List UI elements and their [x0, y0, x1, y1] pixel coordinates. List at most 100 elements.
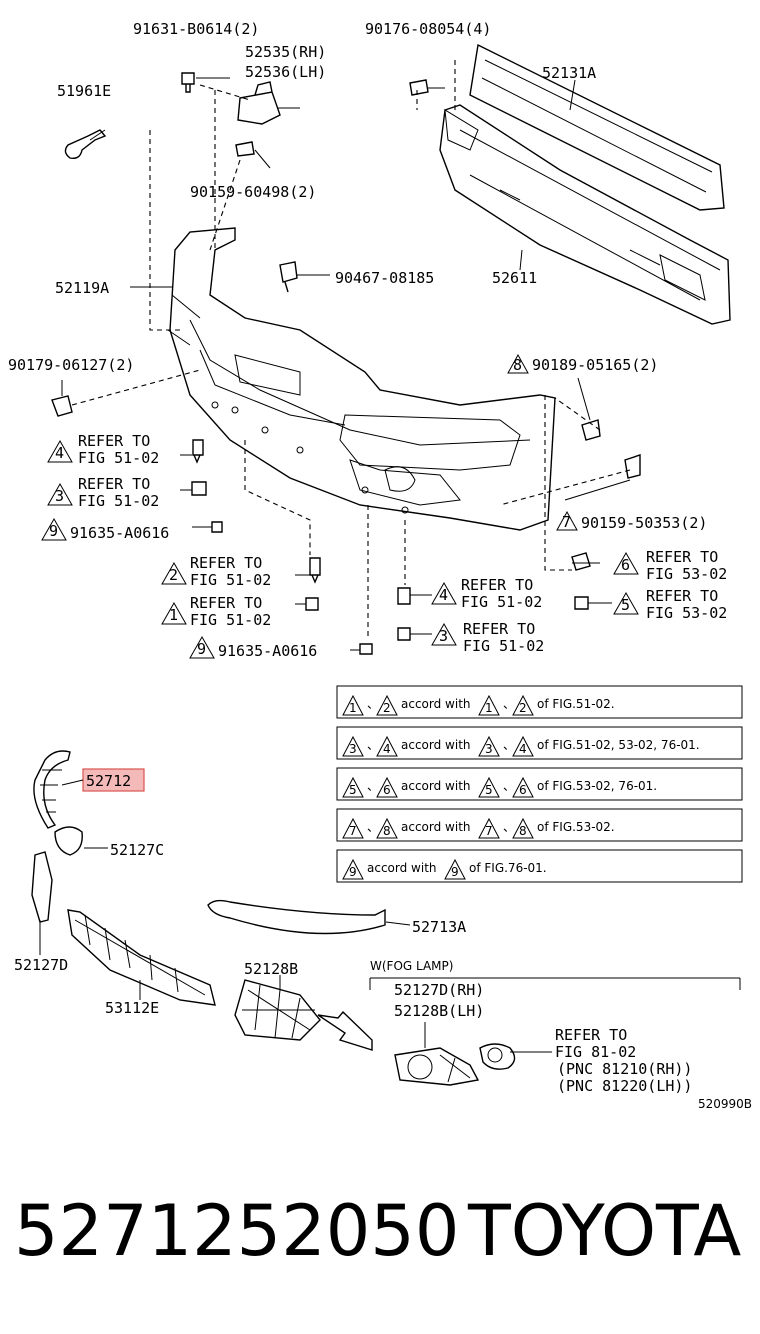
- part-52713a-molding: [207, 899, 386, 935]
- note-figure-ref: of FIG.53-02.: [537, 820, 615, 834]
- drawing-number: 520990B: [698, 1097, 752, 1111]
- triangle-8-icon: [376, 817, 398, 839]
- triangle-3-icon: [478, 735, 500, 757]
- label-90159-50353: 90159-50353(2): [581, 514, 707, 532]
- note-separator: 、: [503, 820, 515, 834]
- triangle-5-number: 5: [621, 596, 630, 614]
- triangle-number: 2: [383, 701, 391, 715]
- clip-fasteners: [51, 72, 641, 655]
- triangle-4-number: 4: [439, 586, 448, 604]
- triangle-1-icon: [478, 694, 500, 716]
- triangle-6-icon: [376, 776, 398, 798]
- refer-fig-label: FIG 51-02: [78, 449, 159, 467]
- refer-fig-label: FIG 53-02: [646, 604, 727, 622]
- direction-arrow-icon: [317, 1010, 373, 1051]
- triangle-8-number: 8: [513, 356, 522, 374]
- note-box: [336, 726, 743, 760]
- triangle-4-icon: [376, 735, 398, 757]
- triangle-7-icon: [478, 817, 500, 839]
- triangle-number: 9: [451, 865, 459, 879]
- label-52128b: 52128B: [244, 960, 298, 978]
- triangle-3-icon: [342, 735, 364, 757]
- triangle-number: 6: [383, 783, 391, 797]
- bumper-cover-part: [167, 227, 556, 531]
- refer-to-label: REFER TO: [646, 548, 718, 566]
- triangle-8-icon: [512, 817, 534, 839]
- triangle-5-icon: [478, 776, 500, 798]
- refer-fig-label: FIG 53-02: [646, 565, 727, 583]
- triangle-5-icon: [342, 776, 364, 798]
- note-separator: 、: [367, 697, 379, 711]
- note-separator: 、: [367, 738, 379, 752]
- label-52119a: 52119A: [55, 279, 109, 297]
- note-accord-text: accord with: [401, 697, 471, 711]
- refer-to-label: REFER TO: [646, 587, 718, 605]
- label-52713a: 52713A: [412, 918, 466, 936]
- label-90159-60498: 90159-60498(2): [190, 183, 316, 201]
- triangle-2-icon: [161, 561, 187, 585]
- note-separator: 、: [503, 738, 515, 752]
- part-53112e-grille: [67, 909, 216, 1006]
- note-accord-text: accord with: [401, 820, 471, 834]
- brand-name: TOYOTA: [467, 1190, 741, 1272]
- part-number: 5271252050: [14, 1190, 459, 1272]
- part-52127c-cap: [54, 826, 83, 856]
- triangle-2-icon: [512, 694, 534, 716]
- refer-to-label: REFER TO: [461, 576, 533, 594]
- note-figure-ref: of FIG.51-02, 53-02, 76-01.: [537, 738, 700, 752]
- refer-to-label: REFER TO: [463, 620, 535, 638]
- triangle-1-number: 1: [169, 606, 178, 624]
- triangle-7-number: 7: [562, 513, 571, 531]
- triangle-number: 5: [349, 783, 357, 797]
- triangle-1-icon: [342, 694, 364, 716]
- triangle-2-number: 2: [169, 566, 178, 584]
- refer-to-label: REFER TO: [78, 475, 150, 493]
- refer-to-label: REFER TO: [190, 594, 262, 612]
- label-51961e: 51961E: [57, 82, 111, 100]
- refer-to-label: REFER TO: [78, 432, 150, 450]
- refer-fig-label: FIG 51-02: [78, 492, 159, 510]
- fog-pnc-rh: (PNC 81210(RH)): [557, 1060, 692, 1078]
- triangle-number: 4: [519, 742, 527, 756]
- triangle-number: 7: [349, 824, 357, 838]
- triangle-3-number: 3: [55, 487, 64, 505]
- triangle-9-number: 9: [197, 640, 206, 658]
- triangle-9-number: 9: [49, 522, 58, 540]
- triangle-number: 1: [485, 701, 493, 715]
- label-90189-05165: 90189-05165(2): [532, 356, 658, 374]
- triangle-4-icon: [47, 439, 73, 463]
- note-accord-text: accord with: [401, 738, 471, 752]
- triangle-6-icon: [512, 776, 534, 798]
- label-52127d-rh: 52127D(RH): [394, 981, 484, 999]
- triangle-1-icon: [161, 601, 187, 625]
- part-52127d-bracket: [31, 851, 53, 923]
- fog-lamp-header: W(FOG LAMP): [370, 959, 453, 973]
- label-52127d: 52127D: [14, 956, 68, 974]
- triangle-number: 8: [519, 824, 527, 838]
- label-90176-08054: 90176-08054(4): [365, 20, 491, 38]
- fog-refer-fig: FIG 81-02: [555, 1043, 636, 1061]
- triangle-number: 6: [519, 783, 527, 797]
- triangle-3-icon: [431, 622, 457, 646]
- triangle-6-icon: [613, 551, 639, 575]
- fog-refer-to: REFER TO: [555, 1026, 627, 1044]
- refer-fig-label: FIG 51-02: [190, 611, 271, 629]
- triangle-9-icon: [189, 635, 215, 659]
- triangle-6-number: 6: [621, 556, 630, 574]
- label-90179-06127: 90179-06127(2): [8, 356, 134, 374]
- triangle-number: 2: [519, 701, 527, 715]
- note-accord-text: accord with: [367, 861, 437, 875]
- triangle-number: 3: [485, 742, 493, 756]
- triangle-3-icon: [47, 482, 73, 506]
- part-fog-lamp: [479, 1043, 516, 1070]
- label-91635-a0616: 91635-A0616: [70, 524, 169, 542]
- label-53112e: 53112E: [105, 999, 159, 1017]
- triangle-9-icon: [342, 858, 364, 880]
